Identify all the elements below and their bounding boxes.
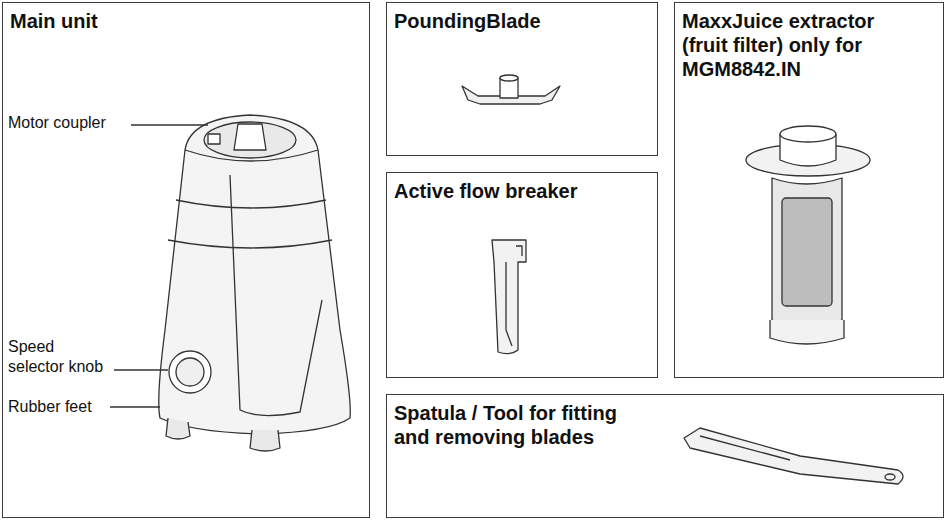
part-panel: Spatula / Tool for fitting and removing …	[386, 394, 944, 518]
blade-hub-top	[500, 75, 518, 81]
flow-breaker-edge	[506, 262, 512, 346]
leader-line	[131, 124, 208, 125]
motor-body	[159, 115, 351, 434]
leader-line	[110, 406, 160, 407]
body-band	[168, 240, 332, 248]
flow-breaker	[492, 240, 526, 354]
filter-base	[770, 320, 844, 344]
spatula-hole	[885, 474, 895, 480]
spatula	[684, 428, 903, 484]
motor-coupler	[204, 122, 296, 158]
filter-body	[772, 178, 842, 326]
speed-knob	[169, 351, 211, 393]
spatula-ridge	[700, 436, 790, 460]
filter-neck-top	[780, 126, 836, 142]
coupler-drive	[234, 124, 266, 150]
coupler-lug	[208, 134, 220, 144]
panel-heading: Spatula / Tool for fitting and removing …	[394, 401, 656, 449]
part-panel: Active flow breaker	[386, 172, 658, 378]
panel-heading: MaxxJuice extractor (fruit filter) only …	[682, 9, 918, 81]
rubber-foot	[250, 430, 280, 451]
flow-breaker-clip	[516, 246, 522, 256]
speed-knob-cap	[176, 358, 204, 386]
body-panel	[230, 175, 322, 416]
leader-line	[114, 369, 168, 370]
rubber-foot	[166, 418, 190, 439]
part-panel: MaxxJuice extractor (fruit filter) only …	[674, 2, 944, 378]
part-panel: PoundingBlade	[386, 2, 658, 156]
body-band	[176, 200, 326, 208]
part-label: Rubber feet	[8, 397, 118, 417]
filter-mesh	[782, 198, 832, 306]
part-label: Speed selector knob	[8, 337, 108, 377]
panel-heading: PoundingBlade	[394, 9, 644, 33]
panel-heading: Active flow breaker	[394, 179, 644, 203]
part-panel: Main unit	[2, 2, 370, 518]
part-label: Motor coupler	[8, 113, 138, 133]
panel-heading: Main unit	[10, 9, 350, 33]
